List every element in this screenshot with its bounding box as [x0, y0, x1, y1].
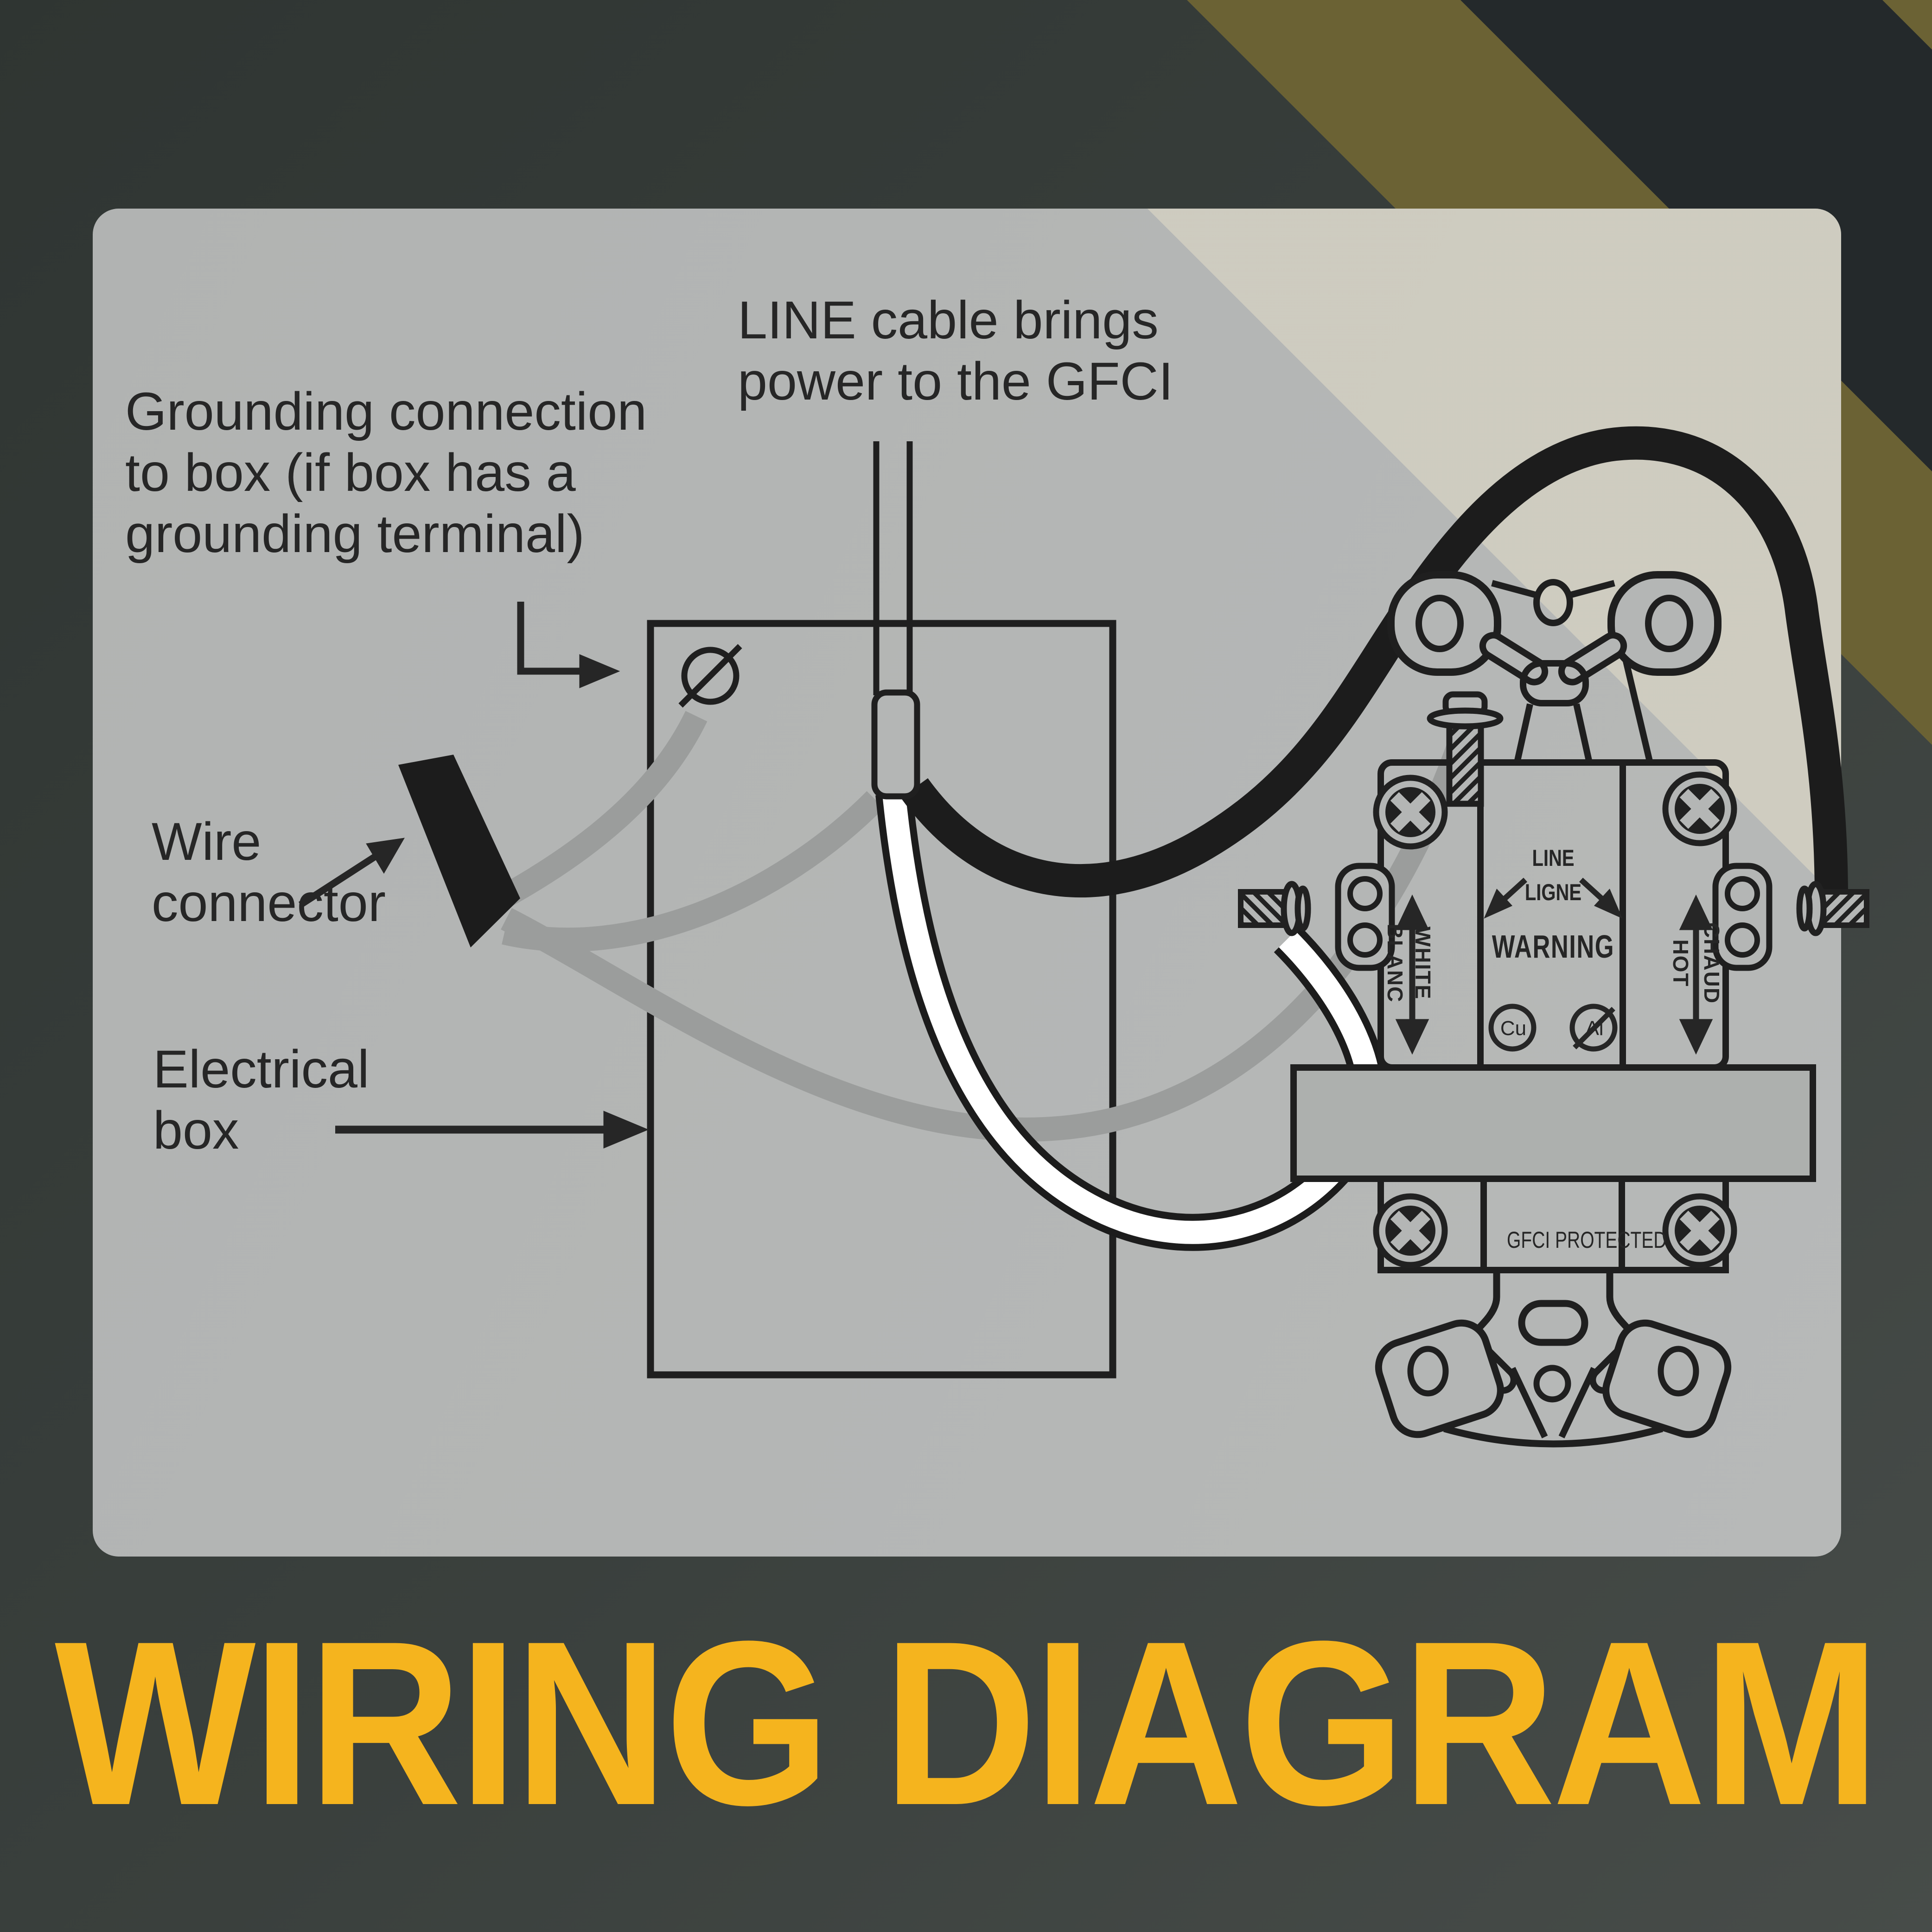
wire-connector-label: Wire connector [152, 811, 386, 934]
electrical-box-label-line2: box [153, 1101, 239, 1160]
device-white: WHITE [1411, 926, 1435, 1000]
grounding-label-line1: Grounding connection [125, 382, 647, 441]
electrical-box-label: Electrical box [153, 1039, 370, 1161]
line-cable-label-line2: power to the GFCI [738, 352, 1173, 411]
device-warning: WARNING [1492, 928, 1615, 965]
grounding-label-line2: to box (if box has a [125, 443, 576, 502]
grounding-label: Grounding connection to box (if box has … [125, 381, 647, 565]
device-chaud: CHAUD [1700, 922, 1724, 1004]
device-line-fr: LIGNE [1524, 879, 1582, 905]
headline: WIRING DIAGRAM [55, 1595, 1881, 1854]
headline-text: WIRING DIAGRAM [55, 1595, 1877, 1854]
grounding-label-line3: grounding terminal) [125, 504, 585, 564]
line-cable-label-line1: LINE cable brings [738, 291, 1159, 350]
line-cable-label: LINE cable brings power to the GFCI [738, 290, 1173, 412]
device-cu: Cu [1500, 1017, 1527, 1040]
wire-connector-label-line1: Wire [152, 812, 261, 871]
device-line-en: LINE [1532, 845, 1575, 871]
device-gfci-protected: GFCI PROTECTED [1507, 1227, 1667, 1253]
electrical-box-label-line1: Electrical [153, 1040, 370, 1099]
device-blanc: BLANC [1383, 923, 1407, 1003]
device-hot: HOT [1669, 939, 1693, 987]
device-al: Al [1585, 1017, 1604, 1040]
olive-corner-stripe [1882, 0, 1932, 50]
wire-connector-label-line2: connector [152, 873, 386, 933]
